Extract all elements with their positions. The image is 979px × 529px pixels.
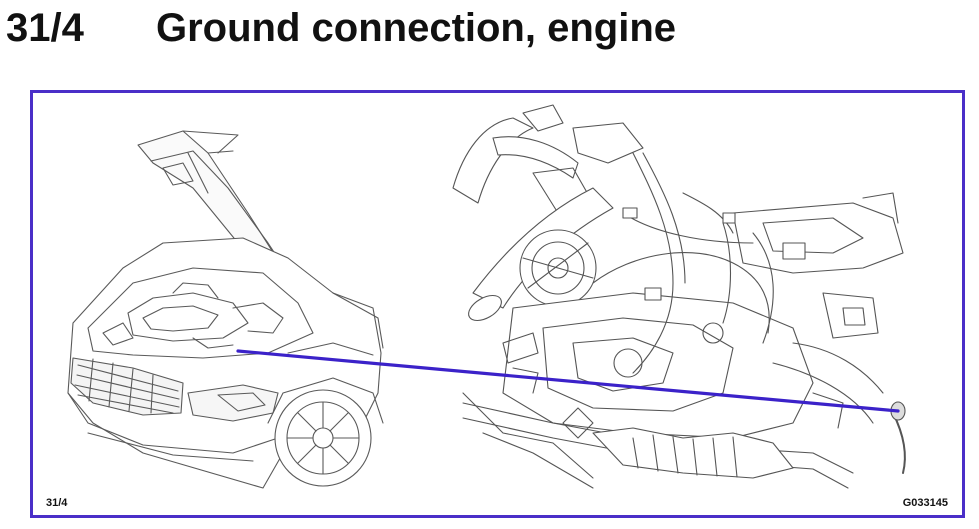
page-title: Ground connection, engine	[156, 5, 676, 50]
figure-illustration	[67, 104, 906, 489]
engine-illustration	[452, 104, 906, 489]
section-number: 31/4	[6, 5, 84, 50]
figure-reference: 31/4	[46, 497, 68, 509]
page-header: 31/4 Ground connection, engine	[6, 2, 676, 54]
figure-frame: 31/4 G033145	[30, 90, 965, 518]
pointer-line	[236, 349, 900, 413]
figure-code: G033145	[902, 497, 948, 509]
car-illustration	[67, 130, 384, 489]
